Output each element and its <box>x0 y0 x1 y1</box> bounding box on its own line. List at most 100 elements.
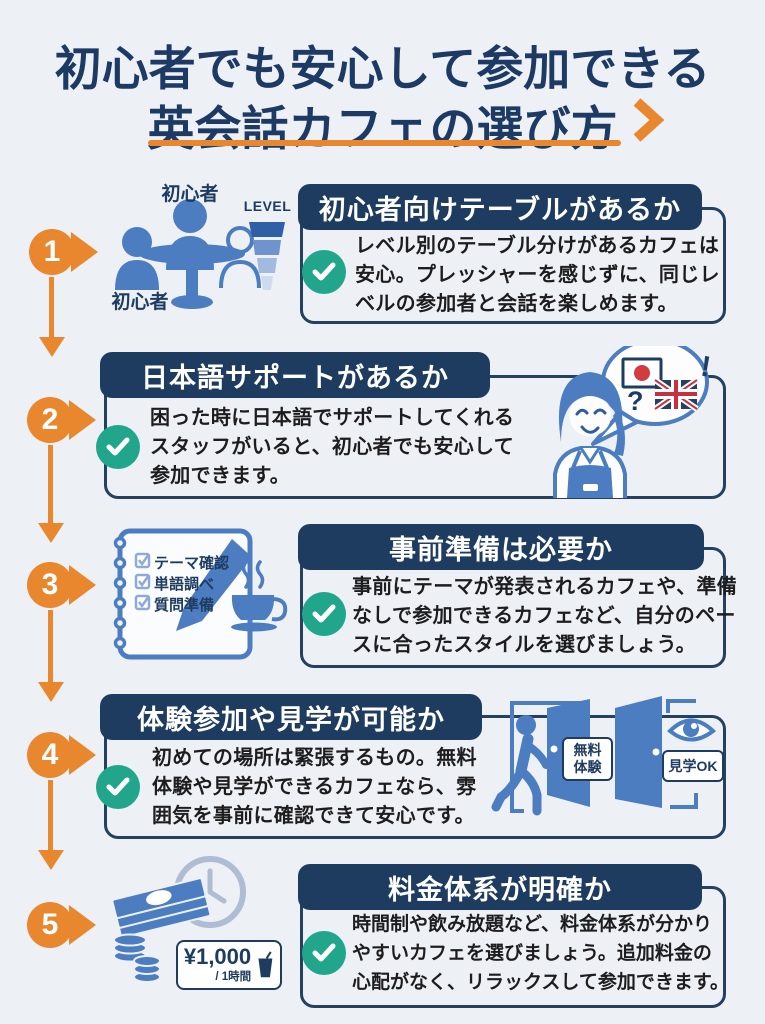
arrow-down-icon <box>38 682 64 702</box>
beginner-label-side: 初心者 <box>111 292 169 313</box>
staff-woman-icon <box>553 372 627 498</box>
section-5-header: 料金体系が明確か <box>298 864 702 910</box>
body-line: 時間制や飲み放題など、料金体系が分かり <box>352 914 713 935</box>
open-door-right-icon <box>615 696 662 808</box>
visit-ok-label: 見学OK <box>662 750 724 782</box>
body-line: 安心。プレッシャーを感じずに、同じレ <box>355 264 720 286</box>
section-2-header: 日本語サポートがあるか <box>100 352 490 398</box>
check-icon <box>312 262 336 281</box>
body-line: やすいカフェを選びましょう。追加料金の <box>352 943 712 964</box>
step-2-badge: 2 <box>27 397 73 443</box>
section-3-header: 事前準備は必要か <box>298 524 704 570</box>
step-number: 2 <box>41 403 59 436</box>
pricing-illustration <box>111 856 246 983</box>
japanese-support-illustration: ? ! <box>553 346 713 498</box>
question-mark: ? <box>627 386 644 416</box>
level-label: LEVEL <box>243 198 292 214</box>
body-line: スタッフがいると、初心者でも安心して <box>150 436 514 458</box>
check-circle <box>302 931 346 975</box>
step-1-badge: 1 <box>29 229 75 275</box>
coffee-cup-icon <box>231 560 288 632</box>
step-5-badge: 5 <box>27 902 73 948</box>
coins-icon <box>113 933 161 983</box>
arrow-down-icon <box>39 337 65 357</box>
body-line: レベル別のテーブル分けがあるカフェは <box>355 235 720 257</box>
section-1-header: 初心者向けテーブルがあるか <box>298 184 702 230</box>
free-trial-label: 無料 体験 <box>562 737 613 781</box>
body-line: なしで参加できるカフェなど、自分のペー <box>352 605 736 627</box>
door-frame-right-icon <box>666 699 698 809</box>
arrow-right-icon <box>69 400 96 440</box>
drink-icon <box>258 951 273 978</box>
person-filled-left-icon <box>115 227 159 290</box>
section-5-header-text: 料金体系が明確か <box>388 874 612 905</box>
section-3-header-text: 事前準備は必要か <box>389 534 613 565</box>
walking-person-icon <box>491 715 550 816</box>
step-3-badge: 3 <box>27 562 73 608</box>
exclaim-mark: ! <box>699 351 713 384</box>
body-line: 初めての場所は緊張するもの。無料 <box>152 747 477 769</box>
title-underline <box>148 140 621 146</box>
checklist-item-1: テーマ確認 <box>154 555 230 572</box>
body-line: 囲気を事前に確認できて安心です。 <box>152 805 475 827</box>
chevron-right-icon <box>633 98 664 142</box>
page-title-line1: 初心者でも安心して参加できる <box>54 42 711 95</box>
pencil-icon <box>176 539 252 631</box>
eye-icon <box>667 718 717 742</box>
body-line: 体験や見学ができるカフェなら、雰 <box>152 776 477 798</box>
price-tag: ¥1,000 / 1時間 <box>176 940 282 990</box>
checkbox-icon <box>134 552 151 611</box>
step-number: 5 <box>41 908 59 941</box>
check-circle <box>302 250 346 294</box>
connector-line <box>48 780 53 850</box>
preparation-illustration <box>113 528 288 660</box>
arrow-right-icon <box>69 905 96 945</box>
level-gauge-icon <box>249 222 285 290</box>
person-filled-back-icon <box>166 199 214 270</box>
beginner-label-top: 初心者 <box>161 184 219 205</box>
body-line: 事前にテーマが発表されるカフェや、準備 <box>352 576 738 598</box>
section-5-body: 時間制や飲み放題など、料金体系が分かり やすいカフェを選びましょう。追加料金の … <box>352 910 729 997</box>
body-line: 困った時に日本語でサポートしてくれる <box>150 407 515 429</box>
connector-line <box>48 610 53 682</box>
section-4-header-text: 体験参加や見学が可能か <box>137 704 445 735</box>
price-unit: / 1時間 <box>215 971 252 983</box>
step-number: 4 <box>41 738 59 771</box>
arrow-down-icon <box>38 523 64 543</box>
page-title-line2: 英会話カフェの選び方 <box>147 102 618 155</box>
step-number: 3 <box>41 568 59 601</box>
beginner-table-illustration <box>115 199 285 309</box>
price-value: ¥1,000 <box>183 944 252 969</box>
connector-line <box>48 445 53 523</box>
arrow-right-icon <box>69 735 96 775</box>
section-3-body: 事前にテーマが発表されるカフェや、準備 なしで参加できるカフェなど、自分のペー … <box>352 573 737 660</box>
arrow-down-icon <box>38 850 64 870</box>
connector-line <box>49 277 54 337</box>
check-icon <box>106 437 130 456</box>
trial-visit-illustration <box>491 696 717 816</box>
section-2-body: 困った時に日本語でサポートしてくれる スタッフがいると、初心者でも安心して 参加… <box>150 404 514 491</box>
uk-flag-icon <box>653 377 699 412</box>
checklist-item-3: 質問準備 <box>154 597 215 614</box>
check-icon <box>312 943 336 962</box>
japan-flag-icon <box>621 357 663 389</box>
free-trial-line1: 無料 <box>573 742 602 758</box>
arrow-right-icon <box>69 565 96 605</box>
body-line: 心配がなく、リラックスして参加できます。 <box>352 972 729 993</box>
body-line: スに合ったスタイルを選びましょう。 <box>352 634 696 656</box>
free-trial-line2: 体験 <box>573 759 602 775</box>
step-4-badge: 4 <box>27 732 73 778</box>
check-circle <box>96 425 140 469</box>
body-line: ベルの参加者と会話を楽しめます。 <box>355 293 678 315</box>
money-bills-icon <box>111 877 212 939</box>
body-line: 参加できます。 <box>150 465 291 487</box>
check-circle <box>96 765 140 809</box>
arrow-right-icon <box>71 232 98 272</box>
section-4-body: 初めての場所は緊張するもの。無料 体験や見学ができるカフェなら、雰 囲気を事前に… <box>152 744 477 831</box>
check-icon <box>312 604 336 623</box>
check-icon <box>106 777 130 796</box>
checklist-item-2: 単語調べ <box>154 576 215 593</box>
section-4-header: 体験参加や見学が可能か <box>100 694 482 740</box>
section-2-header-text: 日本語サポートがあるか <box>141 362 449 393</box>
section-1-header-text: 初心者向けテーブルがあるか <box>318 194 682 225</box>
